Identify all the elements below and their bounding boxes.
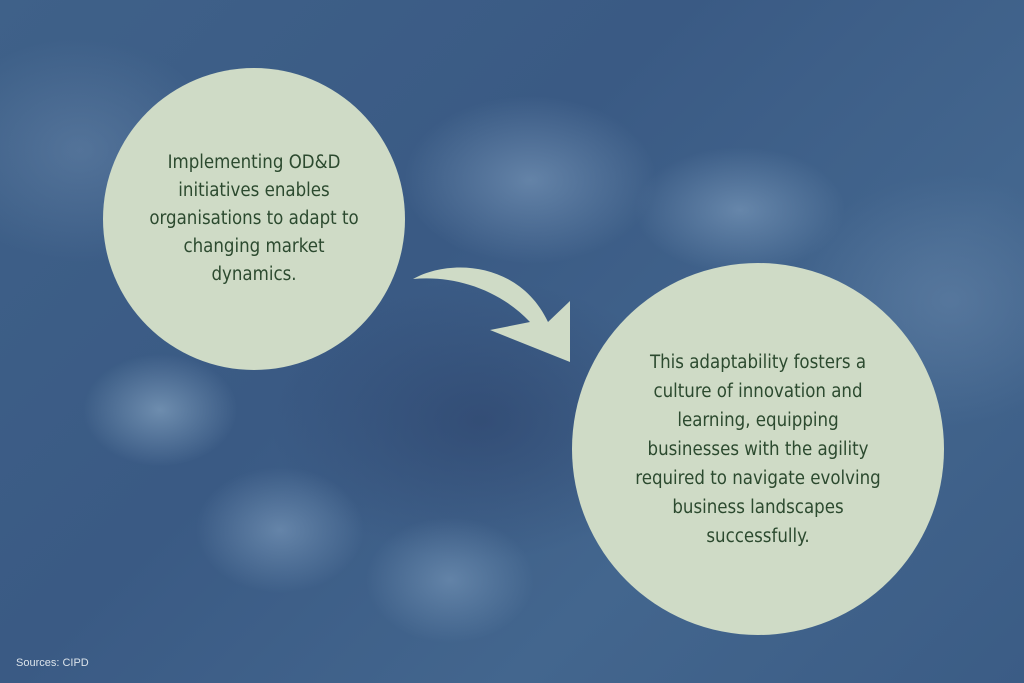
- source-caption: Sources: CIPD: [16, 657, 89, 669]
- left-circle-text: Implementing OD&D initiatives enables or…: [149, 152, 359, 285]
- right-circle-text: This adaptability fosters a culture of i…: [635, 351, 881, 547]
- left-circle: Implementing OD&D initiatives enables or…: [103, 68, 405, 370]
- right-circle: This adaptability fosters a culture of i…: [572, 263, 944, 635]
